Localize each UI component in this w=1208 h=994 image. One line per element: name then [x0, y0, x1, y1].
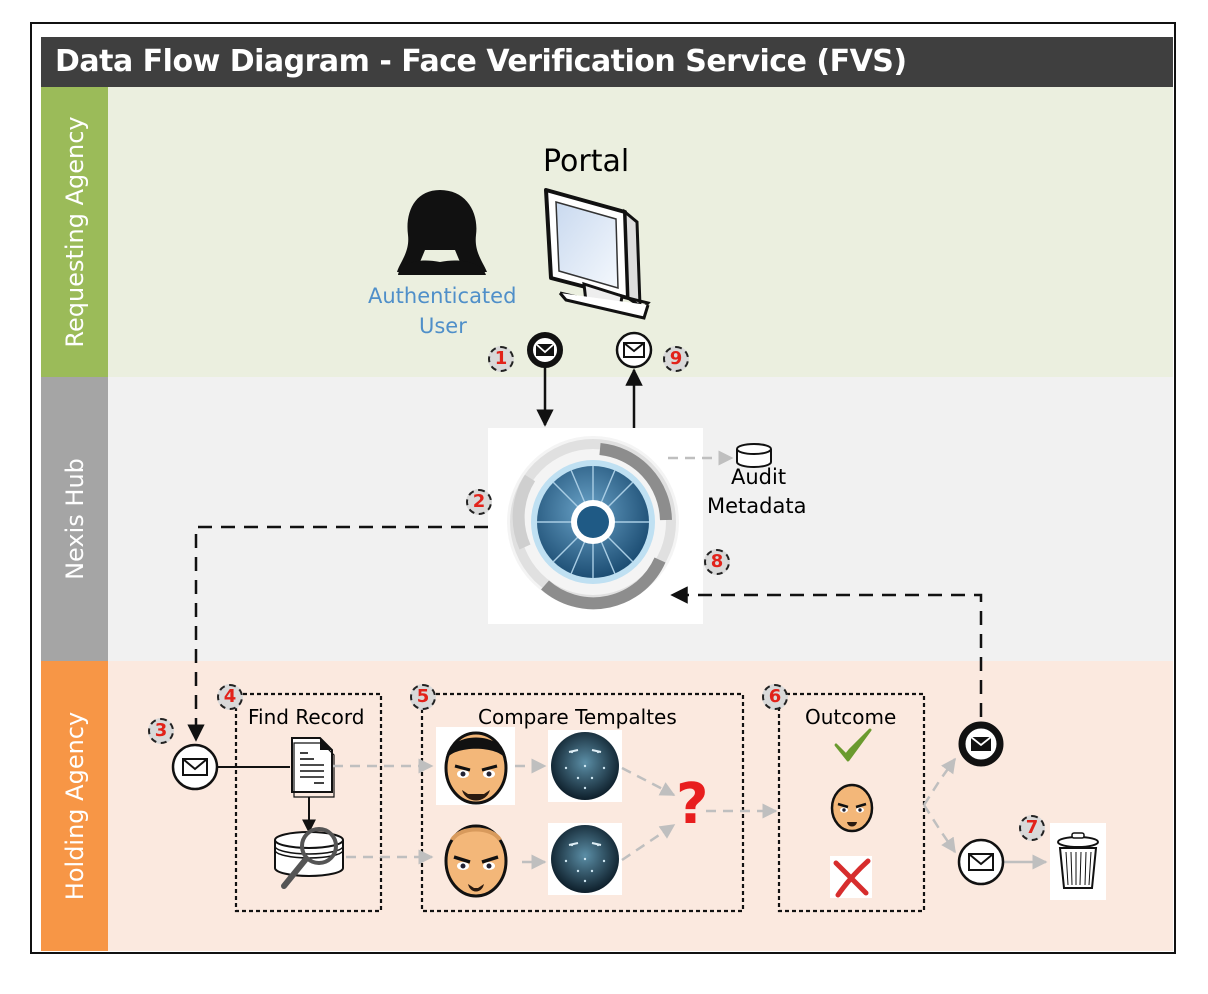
- audit-label-line2: Metadata: [707, 494, 807, 518]
- flow-arrow: [922, 757, 957, 806]
- outcome-label: Outcome: [805, 705, 897, 729]
- audit-label-line1: Audit: [731, 465, 787, 489]
- step-badge-2: 2: [466, 489, 492, 515]
- step-badge-9: 9: [663, 346, 689, 372]
- flow-arrow: [621, 766, 676, 797]
- diagram-title: Data Flow Diagram - Face Verification Se…: [41, 37, 1173, 87]
- flow-arrow: [922, 804, 957, 854]
- lane-label-nexis-hub: Nexis Hub: [41, 377, 108, 661]
- document-icon: [291, 737, 335, 798]
- question-mark-icon: ?: [676, 772, 709, 837]
- avatar-face-icon: [830, 783, 874, 833]
- compare-templates-label: Compare Tempaltes: [478, 705, 677, 729]
- lane-holding-agency: Holding Agency: [41, 661, 1173, 951]
- envelope-icon[interactable]: [171, 743, 219, 791]
- lane-body: [108, 87, 1173, 377]
- face-mesh-icon: [551, 732, 619, 800]
- find-record-box: [234, 692, 383, 913]
- database-search-icon: [274, 827, 344, 889]
- step-badge-5: 5: [410, 684, 436, 710]
- envelope-icon[interactable]: [957, 838, 1005, 886]
- compare-templates-box: [420, 692, 745, 913]
- x-mark-icon: [833, 858, 871, 898]
- database-icon: [736, 443, 772, 468]
- step-badge-7: 7: [1019, 815, 1045, 841]
- lane-label-requesting-agency: Requesting Agency: [41, 87, 108, 377]
- hub-wheel-icon: [507, 436, 679, 610]
- flow-arrow-response: [670, 586, 983, 740]
- trash-bin-icon: [1057, 832, 1099, 889]
- monitor-icon: [544, 188, 651, 320]
- lane-body: [108, 661, 1173, 951]
- user-label-line2: User: [419, 314, 467, 338]
- checkmark-icon: [834, 728, 872, 762]
- flow-arrow: [621, 823, 676, 862]
- step-badge-8: 8: [704, 549, 730, 575]
- outcome-box: [777, 692, 926, 913]
- step-badge-4: 4: [217, 684, 243, 710]
- envelope-icon[interactable]: [958, 721, 1004, 767]
- face-mesh-icon: [551, 825, 619, 893]
- step-badge-3: 3: [148, 718, 174, 744]
- female-user-icon: [397, 190, 487, 275]
- find-record-label: Find Record: [248, 705, 365, 729]
- step-badge-6: 6: [762, 684, 788, 710]
- envelope-icon[interactable]: [527, 332, 563, 368]
- lane-label-holding-agency: Holding Agency: [41, 661, 108, 951]
- avatar-face-icon: [444, 731, 508, 805]
- lane-requesting-agency: Requesting Agency: [41, 87, 1173, 377]
- avatar-face-icon: [444, 824, 508, 898]
- user-label-line1: Authenticated: [368, 284, 517, 308]
- flow-arrow-request: [187, 525, 488, 742]
- portal-label: Portal: [543, 144, 630, 179]
- step-badge-1: 1: [488, 346, 514, 372]
- envelope-icon[interactable]: [615, 331, 653, 369]
